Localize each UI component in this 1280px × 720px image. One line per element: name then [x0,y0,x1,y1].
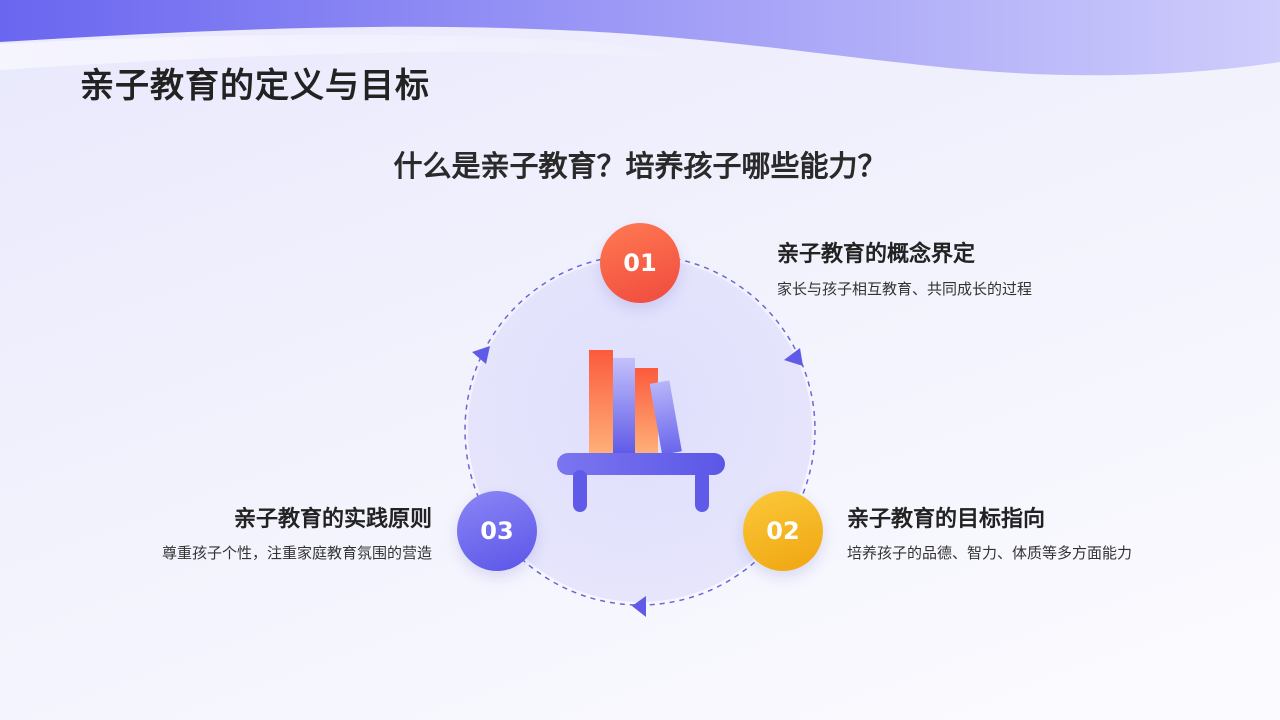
step-03-badge: 03 [457,491,537,571]
bookshelf-icon [557,350,725,512]
arrow-bottom [632,596,646,617]
step-02-description: 培养孩子的品德、智力、体质等多方面能力 [847,544,1133,562]
step-03-title: 亲子教育的实践原则 [233,507,432,532]
page-subtitle: 什么是亲子教育？培养孩子哪些能力？ [393,149,887,183]
step-01-description: 家长与孩子相互教育、共同成长的过程 [777,280,1033,298]
step-01-title: 亲子教育的概念界定 [777,242,976,267]
arrow-right [784,348,803,366]
step-01-badge: 01 [600,223,680,303]
header-wave [0,0,1280,76]
page-title: 亲子教育的定义与目标 [80,66,430,106]
step-02-badge: 02 [743,491,823,571]
step-02-title: 亲子教育的目标指向 [847,507,1046,532]
arrow-left [472,346,490,364]
step-03-description: 尊重孩子个性，注重家庭教育氛围的营造 [161,544,432,562]
